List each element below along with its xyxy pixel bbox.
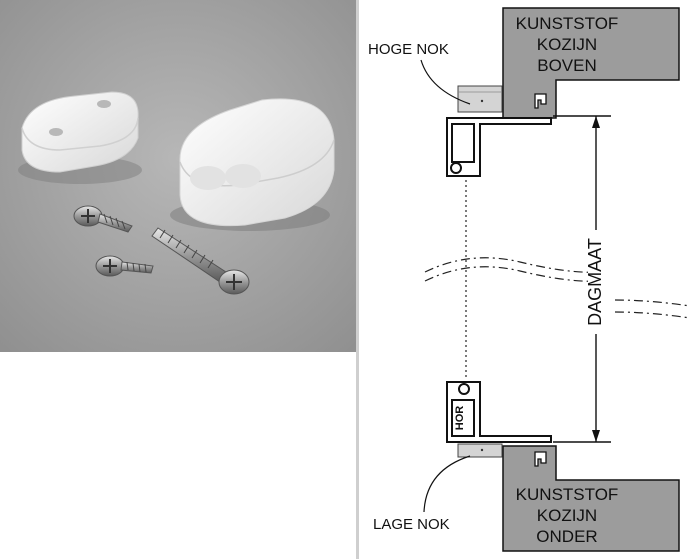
dagmaat-label: DAGMAAT (585, 238, 605, 326)
frame-bottom (502, 445, 680, 552)
product-photo (0, 0, 357, 352)
frame-bottom-line1: KUNSTSTOF (516, 485, 619, 504)
break-lines (424, 257, 691, 319)
frame-top-line2: KOZIJN (537, 35, 597, 54)
divider (356, 0, 359, 559)
hoge-nok-label: HOGE NOK (368, 41, 449, 58)
screen-profile-top (446, 117, 552, 177)
short-screw-2-image (95, 255, 154, 277)
long-screw-image (151, 227, 250, 295)
installation-diagram: KUNSTSTOF KOZIJN BOVEN KUNSTSTOF KOZIJN … (368, 7, 691, 552)
hoge-nok-leader (420, 59, 471, 105)
lage-nok-label: LAGE NOK (373, 516, 450, 533)
hor-label: HOR (454, 406, 466, 431)
frame-top-line3: BOVEN (537, 56, 597, 75)
frame-top-line1: KUNSTSTOF (516, 14, 619, 33)
hoge-nok (457, 85, 503, 113)
frame-bottom-line3: ONDER (536, 527, 597, 546)
lage-nok (457, 443, 503, 458)
frame-bottom-line2: KOZIJN (537, 506, 597, 525)
screen-profile-bottom (446, 381, 552, 443)
lage-nok-leader (423, 455, 471, 513)
high-clip-image (170, 98, 335, 231)
short-screw-1-image (73, 205, 133, 233)
low-clip-image (18, 91, 142, 184)
